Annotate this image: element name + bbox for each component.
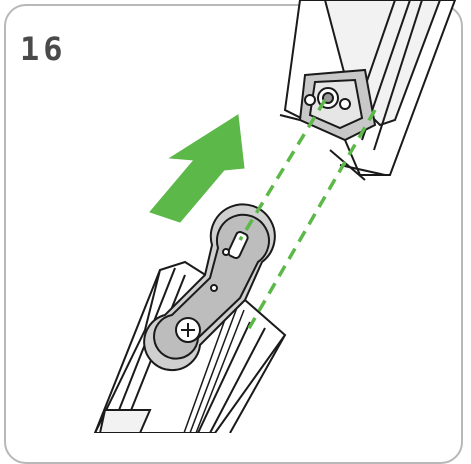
assembly-illustration — [93, 0, 457, 433]
phillips-screw-icon — [175, 317, 201, 343]
step-number: 16 — [20, 30, 67, 68]
alignment-guide-lines — [238, 99, 377, 331]
direction-arrow — [149, 114, 245, 223]
